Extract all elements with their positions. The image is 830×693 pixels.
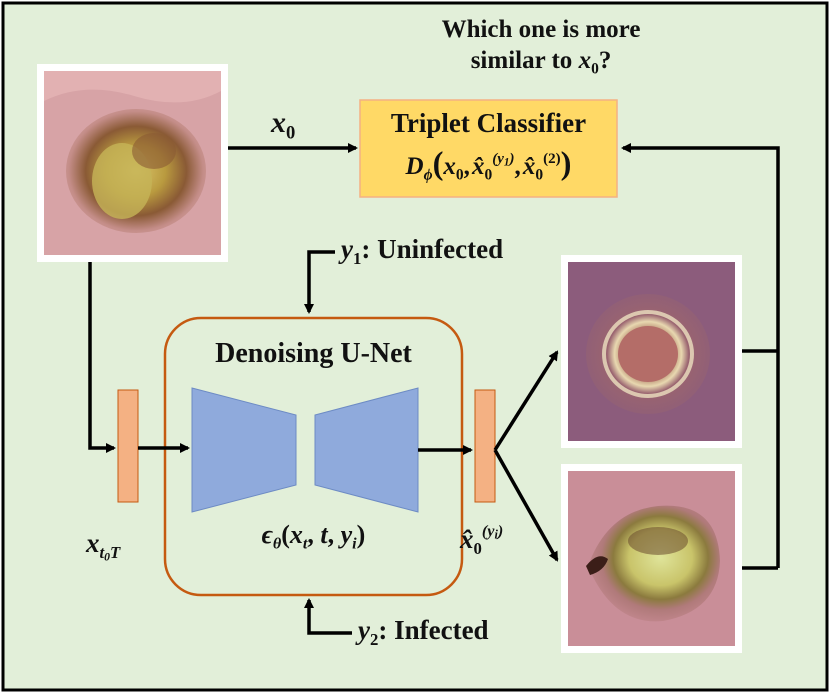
unet-formula: ϵθ(xt, t, yi): [261, 520, 366, 553]
question-line-2: similar to x0?: [470, 47, 612, 78]
classifier-title: Triplet Classifier: [390, 108, 587, 138]
unet-title: Denoising U-Net: [215, 338, 412, 369]
uninfected-wound-image: [561, 255, 742, 448]
triplet-classifier-box: [359, 99, 618, 198]
arrow-output-to-top-image: [493, 350, 559, 451]
noisy-latent-block: [117, 389, 139, 503]
infected-wound-image: [561, 464, 742, 653]
wound-photo-infected-icon: [568, 471, 735, 646]
unet-decoder-block: [314, 387, 419, 513]
condition-infected-label: y2: Infected: [358, 615, 489, 649]
wound-photo-original-icon: [44, 71, 221, 255]
arrow-y2-to-unet: [304, 598, 352, 635]
noisy-latent-label: xt0T: [86, 528, 121, 564]
arrow-y1-to-unet: [304, 250, 335, 314]
condition-uninfected-label: y1: Uninfected: [341, 234, 504, 268]
x0-label: x0: [271, 106, 296, 144]
question-line-1: Which one is more: [441, 16, 641, 43]
arrow-output-to-bottom-image: [493, 449, 559, 562]
arrow-input-to-noise: [88, 262, 116, 453]
arrow-feedback-to-classifier: [621, 143, 780, 568]
question-text: Which one is more similar to x0?: [396, 14, 686, 84]
output-latent-label: x̂0(yi): [460, 522, 504, 558]
wound-photo-uninfected-icon: [568, 262, 735, 441]
input-wound-image: [37, 64, 228, 262]
classifier-formula: Dϕ(x0, x̂0(y1), x̂0(2)): [405, 146, 572, 184]
unet-box: [163, 316, 464, 597]
unet-encoder-block: [191, 387, 297, 513]
output-latent-block: [474, 389, 496, 503]
arrows: [88, 143, 780, 635]
